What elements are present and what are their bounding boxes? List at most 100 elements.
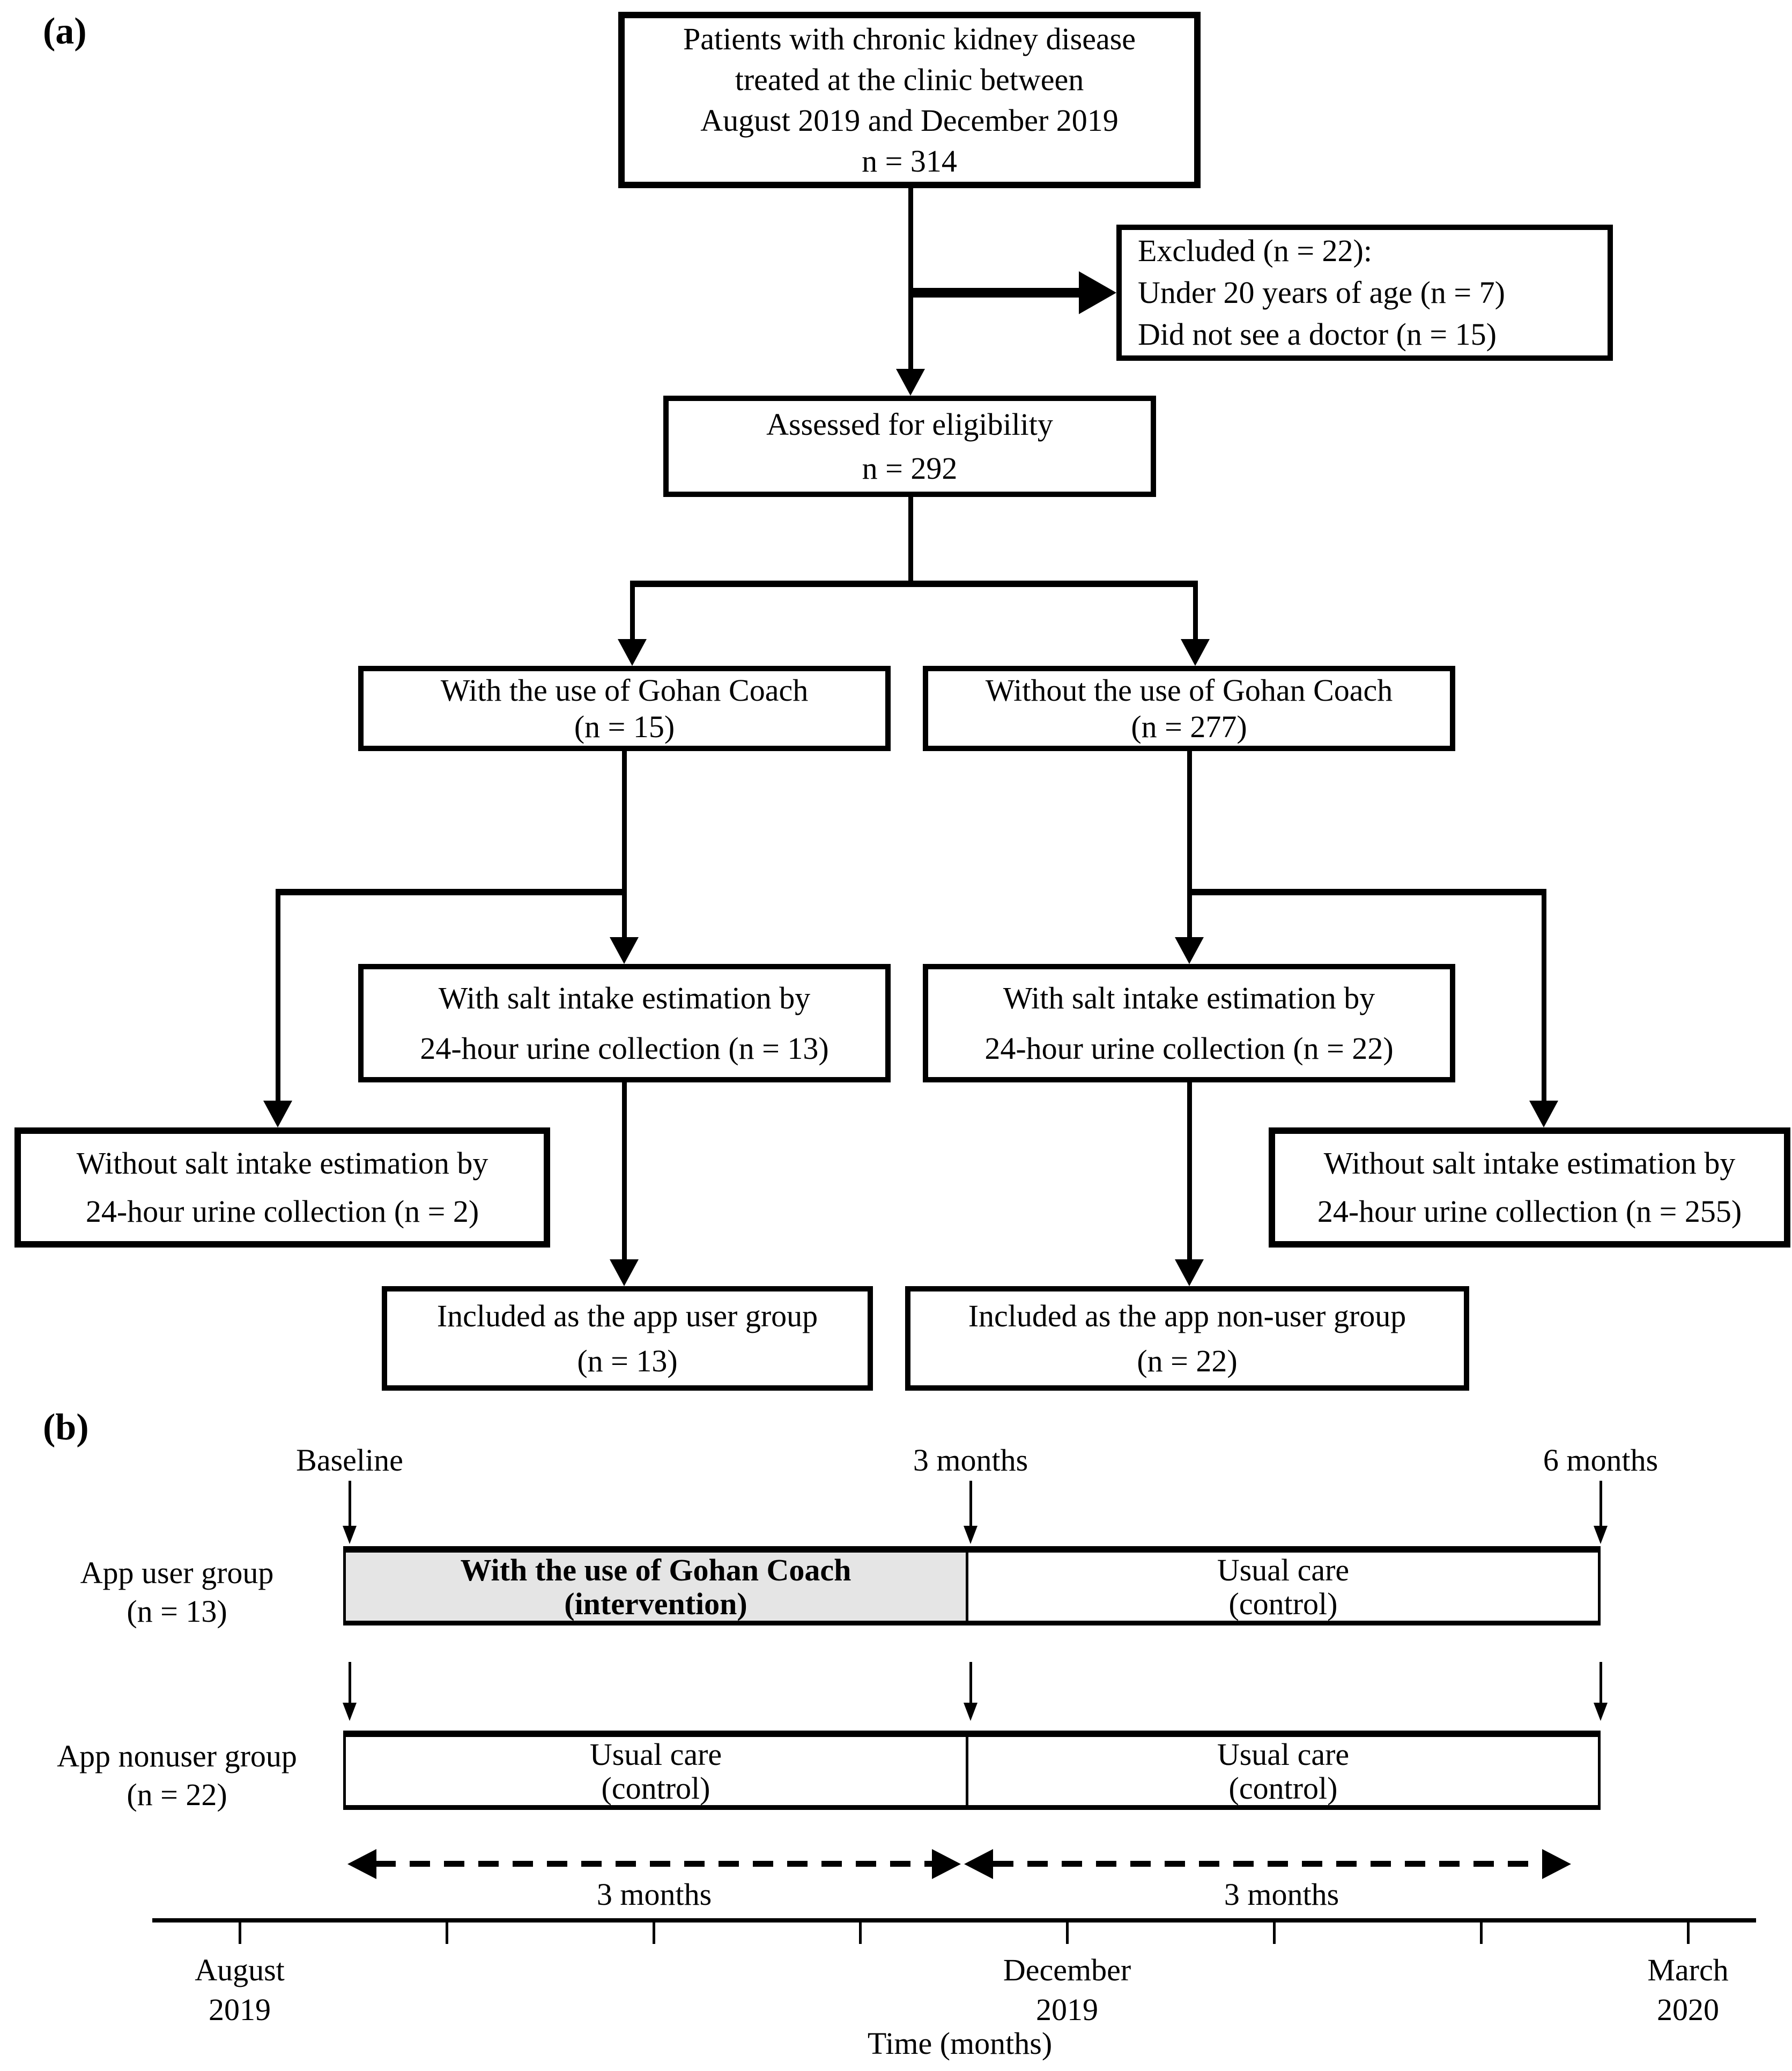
arrow-down-icon bbox=[896, 369, 925, 396]
axis-label-march-2020: March 2020 bbox=[1581, 1950, 1792, 2030]
arrow-right-icon bbox=[1542, 1849, 1571, 1879]
cell-text-line: (control) bbox=[601, 1770, 710, 1806]
axis-label-december-2019: December 2019 bbox=[960, 1950, 1174, 2030]
arrow-down-icon bbox=[610, 1259, 639, 1286]
box-text-line: 24-hour urine collection (n = 22) bbox=[984, 1030, 1394, 1066]
app-nonuser-group-label: App nonuser group (n = 22) bbox=[38, 1737, 316, 1814]
duration-label-second-3-months: 3 months bbox=[1224, 1877, 1339, 1912]
box-text-line: Under 20 years of age (n = 7) bbox=[1138, 275, 1505, 310]
connector-line bbox=[276, 889, 627, 895]
cell-text-line: (control) bbox=[1228, 1770, 1338, 1806]
arrow-down-icon bbox=[1529, 1101, 1558, 1127]
arrow-down-icon bbox=[964, 1703, 978, 1721]
arrow-down-icon bbox=[1175, 937, 1204, 964]
cell-text-line: (intervention) bbox=[564, 1586, 747, 1621]
cell-text-line: With the use of Gohan Coach bbox=[460, 1552, 851, 1587]
connector-line bbox=[1193, 587, 1198, 640]
box-text-line: With salt intake estimation by bbox=[438, 980, 811, 1015]
axis-tick bbox=[653, 1922, 655, 1944]
box-text-line: 24-hour urine collection (n = 255) bbox=[1317, 1194, 1742, 1229]
cell-text-line: Usual care bbox=[1217, 1736, 1350, 1772]
box-with-salt-estimation-nonuser: With salt intake estimation by 24-hour u… bbox=[923, 964, 1455, 1082]
axis-label-line: 2020 bbox=[1657, 1992, 1719, 2027]
box-included-app-user-group: Included as the app user group (n = 13) bbox=[382, 1286, 873, 1391]
box-text-line: treated at the clinic between bbox=[735, 62, 1084, 97]
duration-label-first-3-months: 3 months bbox=[596, 1877, 712, 1912]
box-assessed-eligibility: Assessed for eligibility n = 292 bbox=[663, 396, 1156, 497]
connector-line bbox=[276, 895, 280, 1102]
box-text-line: (n = 22) bbox=[1137, 1343, 1238, 1378]
timepoint-baseline-label: Baseline bbox=[296, 1443, 403, 1478]
axis-label-line: August bbox=[195, 1953, 285, 1987]
box-text-line: Included as the app non-user group bbox=[968, 1298, 1406, 1333]
arrow-down-icon bbox=[610, 937, 639, 964]
box-text-line: (n = 15) bbox=[574, 709, 675, 744]
box-text-line: Without the use of Gohan Coach bbox=[985, 672, 1393, 708]
box-patients-screened: Patients with chronic kidney disease tre… bbox=[618, 12, 1201, 188]
arrow-down-icon bbox=[343, 1703, 357, 1721]
row-label-line: (n = 22) bbox=[127, 1777, 227, 1812]
connector-line bbox=[908, 288, 1080, 298]
box-included-app-nonuser-group: Included as the app non-user group (n = … bbox=[905, 1286, 1469, 1391]
arrow-right-icon bbox=[1079, 271, 1116, 314]
arrow-down-icon bbox=[964, 1526, 978, 1544]
connector-line bbox=[622, 751, 627, 895]
axis-label-line: 2019 bbox=[1036, 1992, 1098, 2027]
arrow-down-icon bbox=[1181, 639, 1210, 666]
connector-line bbox=[349, 1662, 351, 1703]
axis-label-line: December bbox=[1003, 1953, 1131, 1987]
connector-line bbox=[1187, 751, 1192, 895]
arrow-down-icon bbox=[343, 1526, 357, 1544]
connector-line bbox=[969, 1662, 972, 1703]
connector-line bbox=[969, 1481, 972, 1526]
arrow-down-icon bbox=[263, 1101, 292, 1127]
time-axis-line bbox=[152, 1918, 1756, 1922]
axis-tick bbox=[1480, 1922, 1483, 1944]
axis-tick bbox=[1066, 1922, 1069, 1944]
box-excluded: Excluded (n = 22): Under 20 years of age… bbox=[1116, 225, 1613, 361]
duration-dashed-line bbox=[375, 1861, 933, 1867]
box-text-line: Without salt intake estimation by bbox=[76, 1146, 488, 1181]
usual-care-period-cell: Usual care (control) bbox=[968, 1553, 1598, 1621]
connector-line bbox=[1542, 895, 1546, 1102]
axis-label-august-2019: August 2019 bbox=[132, 1950, 347, 2030]
panel-b-label: (b) bbox=[43, 1407, 89, 1448]
box-without-salt-estimation-user: Without salt intake estimation by 24-hou… bbox=[14, 1127, 550, 1248]
app-user-group-timeline-bar: With the use of Gohan Coach (interventio… bbox=[343, 1546, 1601, 1625]
box-text-line: Assessed for eligibility bbox=[766, 406, 1053, 442]
cell-text-line: Usual care bbox=[1217, 1552, 1350, 1587]
usual-care-period-cell: Usual care (control) bbox=[968, 1737, 1598, 1805]
connector-line bbox=[630, 581, 1198, 587]
axis-label-line: March bbox=[1647, 1953, 1729, 1987]
connector-line bbox=[1187, 1082, 1192, 1260]
connector-line bbox=[630, 587, 635, 640]
arrow-down-icon bbox=[1594, 1703, 1608, 1721]
axis-tick bbox=[1273, 1922, 1276, 1944]
axis-tick bbox=[446, 1922, 448, 1944]
axis-tick bbox=[1687, 1922, 1690, 1944]
intervention-period-cell: With the use of Gohan Coach (interventio… bbox=[346, 1553, 968, 1621]
connector-line bbox=[349, 1481, 351, 1526]
usual-care-period-cell: Usual care (control) bbox=[346, 1737, 968, 1805]
axis-title: Time (months) bbox=[867, 2026, 1053, 2061]
box-text-line: Without salt intake estimation by bbox=[1323, 1146, 1736, 1181]
app-user-group-label: App user group (n = 13) bbox=[38, 1554, 316, 1631]
box-with-gohan-coach: With the use of Gohan Coach (n = 15) bbox=[358, 666, 891, 751]
row-label-line: App nonuser group bbox=[57, 1739, 297, 1773]
connector-line bbox=[908, 188, 913, 370]
connector-line bbox=[622, 1082, 627, 1260]
box-text-line: (n = 13) bbox=[577, 1343, 678, 1378]
connector-line bbox=[1187, 895, 1192, 938]
axis-tick bbox=[239, 1922, 241, 1944]
connector-line bbox=[1600, 1481, 1602, 1526]
box-text-line: With salt intake estimation by bbox=[1003, 980, 1375, 1015]
box-text-line: Excluded (n = 22): bbox=[1138, 233, 1372, 268]
box-text-line: Did not see a doctor (n = 15) bbox=[1138, 317, 1497, 352]
axis-tick bbox=[859, 1922, 862, 1944]
panel-a-label: (a) bbox=[43, 11, 87, 52]
cell-text-line: (control) bbox=[1228, 1586, 1338, 1621]
row-label-line: (n = 13) bbox=[127, 1594, 227, 1629]
box-text-line: n = 314 bbox=[862, 143, 957, 179]
arrow-down-icon bbox=[1175, 1259, 1204, 1286]
